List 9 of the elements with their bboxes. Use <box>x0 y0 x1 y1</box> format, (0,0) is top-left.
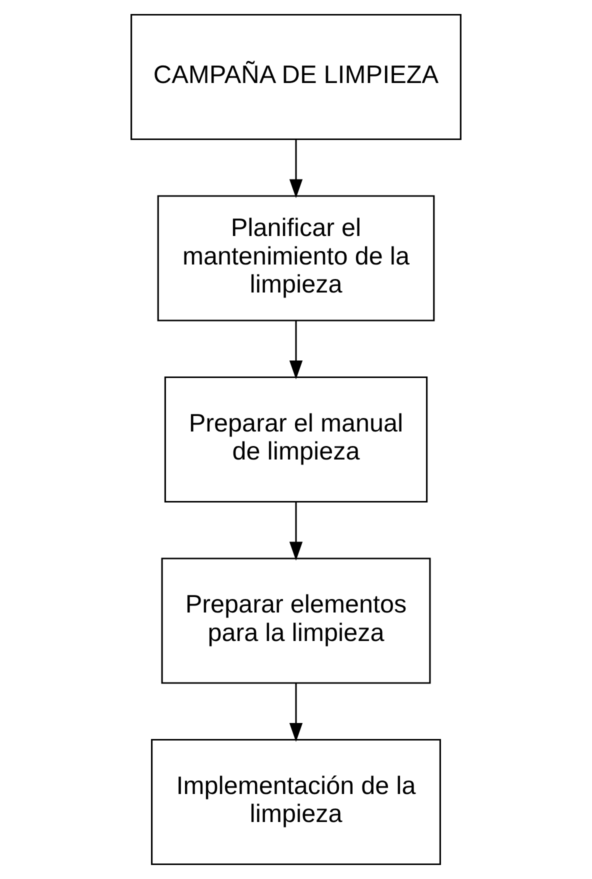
arrow <box>289 320 303 380</box>
node-box: Preparar el manual de limpieza <box>164 376 428 503</box>
node-box: Planificar el mantenimiento de la limpieza <box>157 195 435 322</box>
arrow <box>289 683 303 742</box>
arrow <box>289 139 303 198</box>
node-box: Implementación de la limpieza <box>151 738 441 866</box>
arrow <box>289 502 303 561</box>
node-box: Preparar elementos para la limpieza <box>161 558 431 684</box>
node-box: CAMPAÑA DE LIMPIEZA <box>130 14 462 140</box>
